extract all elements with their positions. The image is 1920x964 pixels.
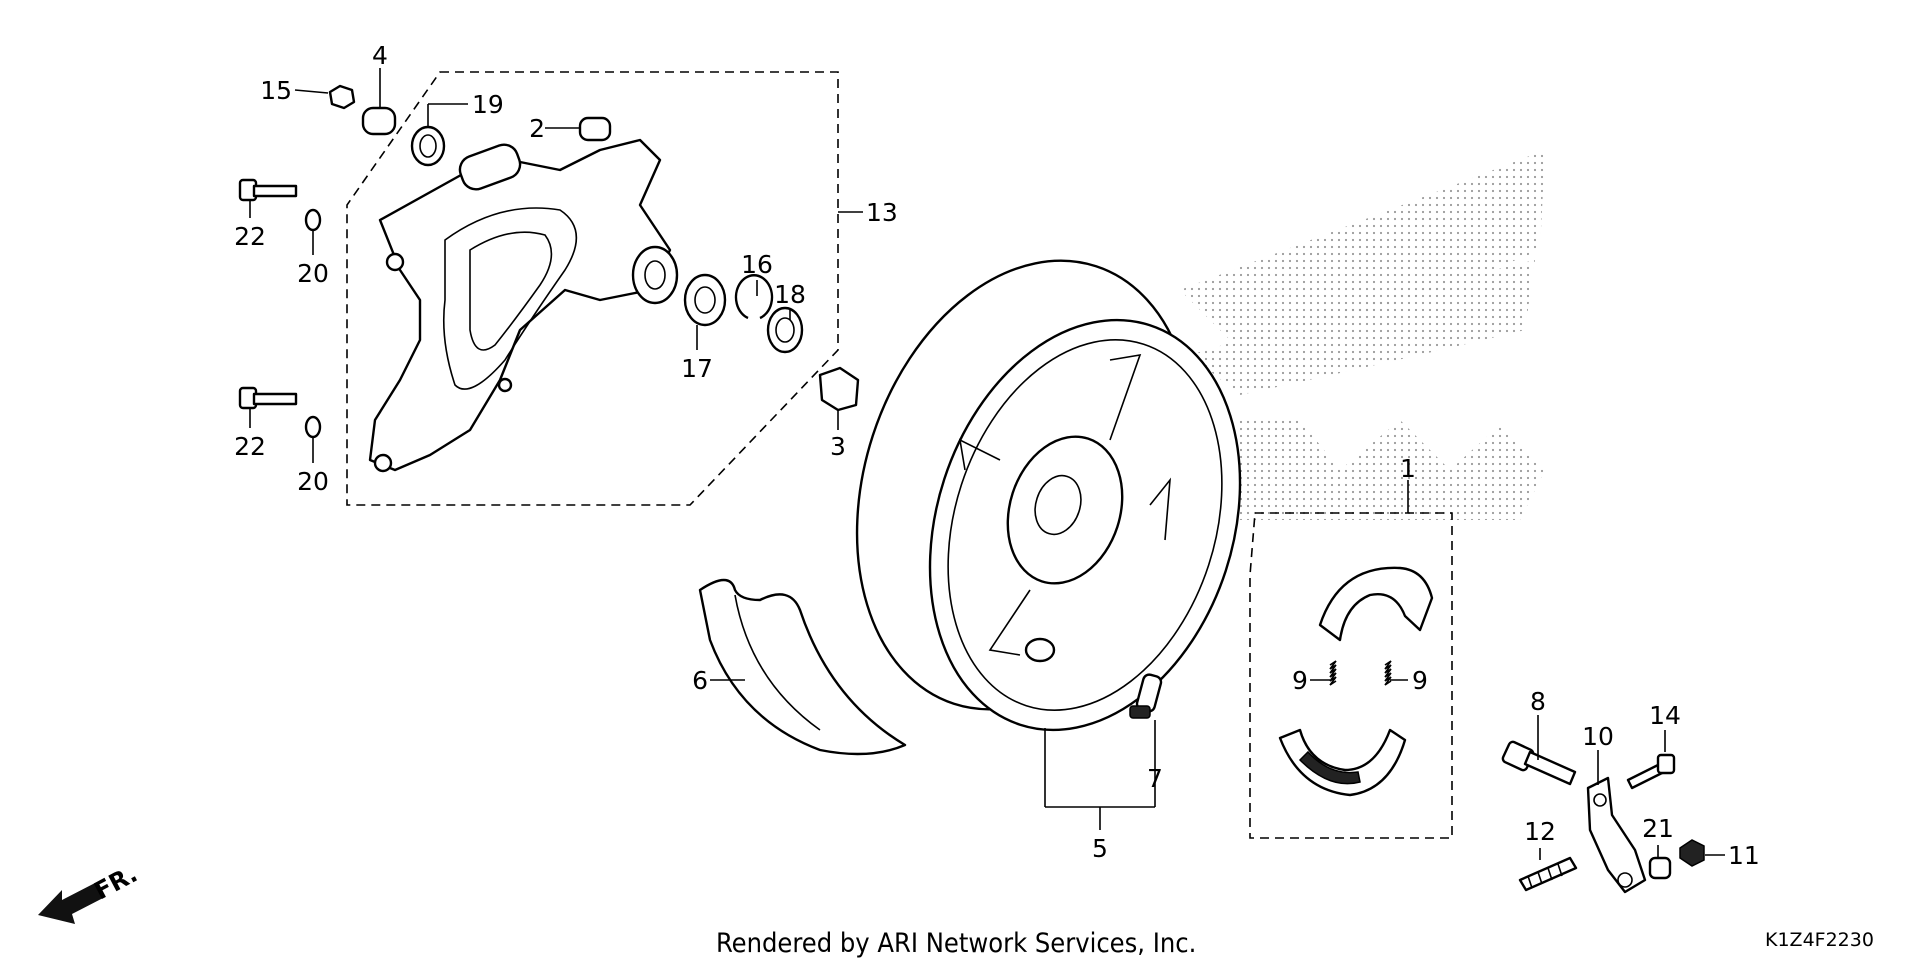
part-label[interactable]: 22	[234, 222, 266, 251]
bearing-17	[683, 273, 727, 327]
part-label[interactable]: 19	[472, 90, 504, 119]
spring-9-right	[1384, 660, 1392, 686]
part-label[interactable]: 11	[1728, 841, 1760, 870]
rear-wheel	[855, 259, 1242, 732]
bolt-22-lower	[238, 386, 298, 410]
part-label[interactable]: 16	[741, 250, 773, 279]
spring-12	[1518, 856, 1578, 892]
honda-wing-watermark-icon	[1180, 150, 1545, 520]
part-label[interactable]: 20	[297, 259, 329, 288]
part-label[interactable]: 18	[774, 280, 806, 309]
part-label[interactable]: 1	[1400, 454, 1416, 483]
part-label[interactable]: 12	[1524, 817, 1556, 846]
leader-lines	[249, 68, 1725, 860]
washer-20-upper	[304, 208, 322, 232]
circlip-16	[734, 274, 774, 320]
part-label[interactable]: 5	[1092, 834, 1108, 863]
collar-4	[361, 106, 397, 136]
part-label[interactable]: 13	[866, 198, 898, 227]
brake-shoe-group-outline	[1249, 512, 1453, 839]
oil-seal-18	[766, 306, 804, 354]
part-label[interactable]: 2	[529, 114, 545, 143]
nut-11	[1679, 839, 1705, 867]
rear-arm-casting	[368, 138, 679, 473]
part-label[interactable]: 3	[830, 432, 846, 461]
part-label[interactable]: 9	[1412, 666, 1428, 695]
part-label[interactable]: 17	[681, 354, 713, 383]
valve-stem-7	[1129, 673, 1163, 719]
hub-assembly-group-outline	[346, 71, 839, 506]
part-label[interactable]: 22	[234, 432, 266, 461]
collar-21	[1648, 856, 1672, 880]
part-label[interactable]: 9	[1292, 666, 1308, 695]
diagram-code: K1Z4F2230	[1765, 929, 1874, 951]
rim-band-6	[698, 578, 907, 756]
part-label[interactable]: 21	[1642, 814, 1674, 843]
part-label[interactable]: 14	[1649, 701, 1681, 730]
part-label[interactable]: 4	[372, 41, 388, 70]
part-label[interactable]: 8	[1530, 687, 1546, 716]
washer-20-lower	[304, 415, 322, 439]
brake-shoe-lower	[1278, 728, 1407, 797]
collar-3	[818, 366, 860, 412]
bolt-22-upper	[238, 178, 298, 202]
footer-credit: Rendered by ARI Network Services, Inc.	[716, 928, 1196, 959]
part-label[interactable]: 6	[692, 666, 708, 695]
brake-arm-10	[1586, 776, 1647, 894]
oil-seal-19	[410, 125, 446, 167]
bolt-14	[1626, 753, 1676, 790]
front-direction-arrow-icon: FR.	[38, 860, 142, 924]
part-label[interactable]: 7	[1147, 764, 1163, 793]
part-label[interactable]: 10	[1582, 722, 1614, 751]
spring-9-left	[1329, 660, 1337, 686]
brake-shoe-upper	[1318, 566, 1434, 642]
part-label[interactable]: 20	[297, 467, 329, 496]
collar-2	[578, 116, 612, 142]
nut-15	[328, 84, 356, 110]
part-label[interactable]: 15	[260, 76, 292, 105]
part-labels: 1 2 3 4 5 6 7 8 9 9 10 11 12 13 14 15 16…	[234, 41, 1760, 870]
